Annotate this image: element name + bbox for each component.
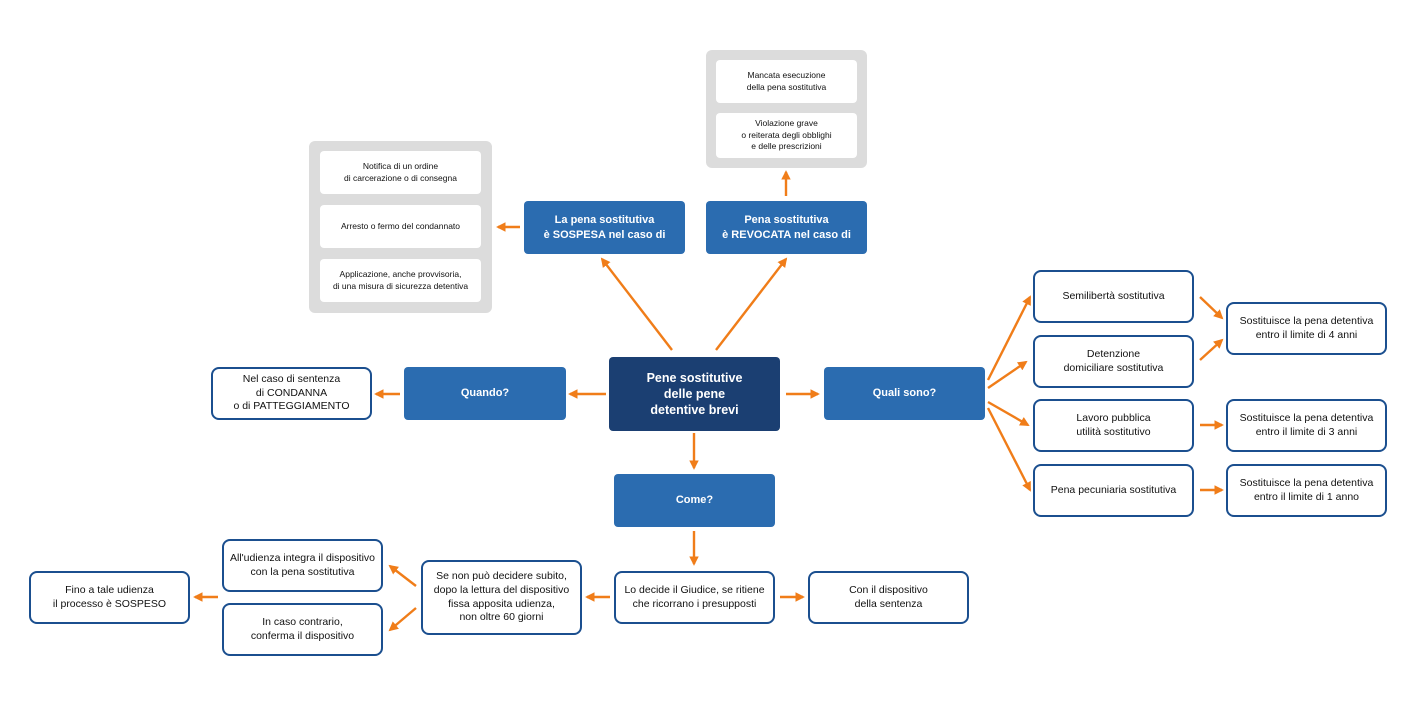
when-answer-box: Nel caso di sentenza di CONDANNA o di PA… [211,367,372,420]
limit-box: Sostituisce la pena detentiva entro il l… [1226,399,1387,452]
arrow-which-type4 [986,407,1032,492]
arrow-center-revoked [715,257,788,351]
when-node: Quando? [404,367,566,420]
suspended-case: Arresto o fermo del condannato [320,205,481,248]
arrow-which-type3 [987,400,1030,427]
how-node: Come? [614,474,775,527]
sanction-type-box: Detenzione domiciliare sostitutiva [1033,335,1194,388]
hearing-box: Se non può decidere subito, dopo la lett… [421,560,582,635]
suspended-cases-panel: Notifica di un ordine di carcerazione o … [309,141,492,313]
arrow-hearing-confirm [388,607,417,632]
revoked-cases-panel: Mancata esecuzione della pena sostitutiv… [706,50,867,168]
arrow-type2-limit [1199,338,1224,361]
which-node: Quali sono? [824,367,985,420]
arrow-hearing-integrate [388,564,417,587]
revoked-case: Mancata esecuzione della pena sostitutiv… [716,60,857,103]
arrow-which-type1 [986,295,1032,381]
suspended-case: Notifica di un ordine di carcerazione o … [320,151,481,194]
arrow-center-suspended [600,257,673,351]
limit-box: Sostituisce la pena detentiva entro il l… [1226,302,1387,355]
with-sentence-box: Con il dispositivo della sentenza [808,571,969,624]
suspended-node: La pena sostitutiva è SOSPESA nel caso d… [524,201,685,254]
sanction-type-box: Lavoro pubblica utilità sostitutivo [1033,399,1194,452]
sanction-type-box: Pena pecuniaria sostitutiva [1033,464,1194,517]
center-node: Pene sostitutive delle pene detentive br… [609,357,780,431]
arrow-type1-limit [1199,296,1224,320]
arrow-which-type2 [987,360,1028,389]
revoked-node: Pena sostitutiva è REVOCATA nel caso di [706,201,867,254]
judge-decides-box: Lo decide il Giudice, se ritiene che ric… [614,571,775,624]
process-suspended-box: Fino a tale udienza il processo è SOSPES… [29,571,190,624]
integrate-box: All'udienza integra il dispositivo con l… [222,539,383,592]
revoked-case: Violazione grave o reiterata degli obbli… [716,113,857,158]
limit-box: Sostituisce la pena detentiva entro il l… [1226,464,1387,517]
sanction-type-box: Semilibertà sostitutiva [1033,270,1194,323]
confirm-box: In caso contrario, conferma il dispositi… [222,603,383,656]
suspended-case: Applicazione, anche provvisoria, di una … [320,259,481,302]
